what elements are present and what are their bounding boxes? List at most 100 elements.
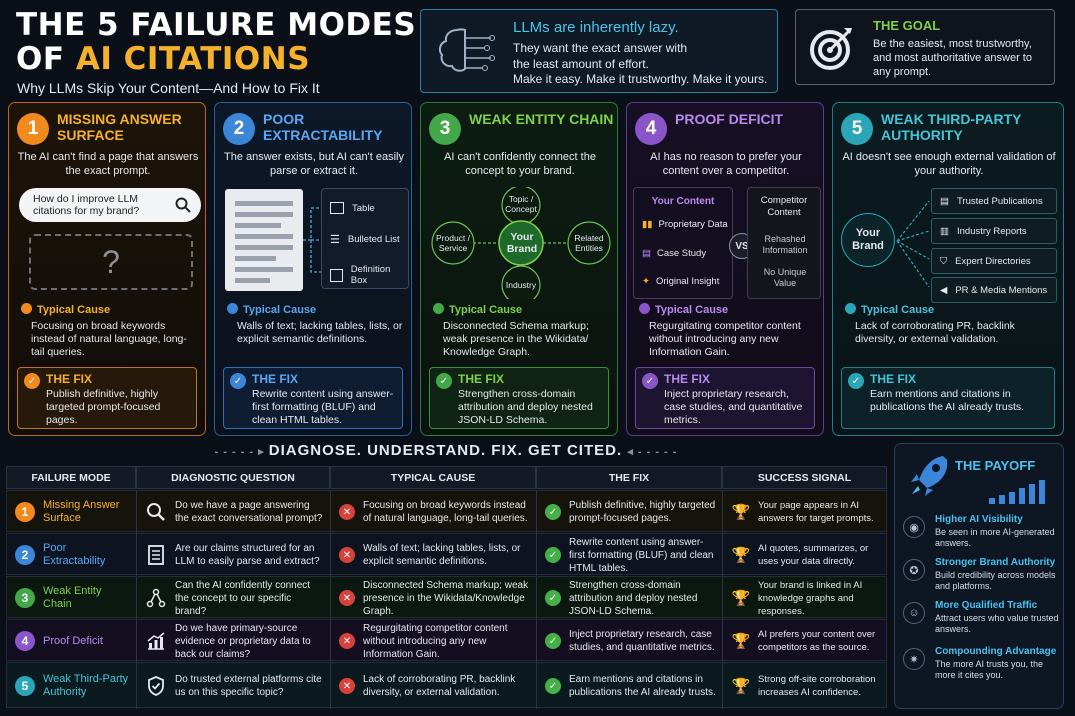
typical-cause-label: Typical Cause — [639, 303, 728, 316]
fix-text: Rewrite content using answer-first forma… — [252, 388, 394, 426]
expert-directories-item: ⛉Expert Directories — [931, 248, 1057, 274]
typical-cause-text: Lack of corroborating PR, backlink diver… — [855, 320, 1015, 345]
competitor-title: Competitor Content — [760, 195, 808, 218]
trophy-icon: 🏆 — [731, 589, 751, 607]
row-fix: Rewrite content using answer-first forma… — [569, 536, 714, 574]
arrow-left-icon: ◂ - - - - - — [627, 446, 678, 458]
row-mode: Missing Answer Surface — [43, 499, 120, 524]
sparkle-icon: ✷ — [903, 648, 925, 670]
search-query: How do I improve LLM citations for my br… — [33, 193, 140, 217]
card-number: 2 — [223, 113, 255, 145]
fix-text: Earn mentions and citations in publicati… — [870, 388, 1025, 413]
industry-reports-item: ▥Industry Reports — [931, 218, 1057, 244]
row-number: 1 — [15, 502, 35, 522]
your-content-box: Your Content ▮▮Proprietary Data ▤Case St… — [633, 187, 733, 299]
col-header-typical-cause: TYPICAL CAUSE — [330, 466, 536, 489]
col-header-diagnostic-question: DIAGNOSTIC QUESTION — [136, 466, 330, 489]
card-description: The AI can't find a page that answers th… — [17, 151, 199, 177]
definition-box-icon — [330, 268, 343, 282]
row-signal: AI quotes, summarizes, or uses your data… — [758, 543, 869, 567]
brain-icon — [438, 28, 495, 72]
row-number: 2 — [15, 545, 35, 565]
card-weak-entity-chain: 3 WEAK ENTITY CHAIN AI can't confidently… — [420, 102, 618, 436]
check-circle-icon: ✓ — [545, 678, 561, 694]
growth-bars-icon — [989, 480, 1045, 504]
trophy-icon: 🏆 — [731, 632, 751, 650]
goal-callout: THE GOAL Be the easiest, most trustworth… — [795, 9, 1055, 85]
row-fix: Publish definitive, highly targeted prom… — [569, 500, 716, 524]
format-definition-box: Definition Box — [330, 264, 408, 286]
payoff-heading: THE PAYOFF — [955, 458, 1036, 473]
row-mode: Proof Deficit — [43, 634, 103, 647]
fix-box: ✓ THE FIX Publish definitive, highly tar… — [17, 367, 197, 429]
search-icon[interactable] — [175, 197, 191, 213]
typical-cause-label: Typical Cause — [21, 303, 110, 316]
chart-icon: ▥ — [940, 225, 949, 237]
bar-chart-icon: ▮▮ — [642, 219, 653, 230]
authority-connectors — [896, 200, 930, 288]
x-circle-icon — [21, 303, 32, 314]
row-cause: Regurgitating competitor content without… — [363, 622, 508, 660]
row-cause: Walls of text; lacking tables, lists, or… — [363, 543, 521, 567]
fix-label: THE FIX — [664, 372, 711, 386]
x-circle-icon — [845, 303, 856, 314]
typical-cause-label: Typical Cause — [845, 303, 934, 316]
x-circle-icon: ✕ — [339, 504, 355, 520]
row-number: 5 — [15, 676, 35, 696]
no-unique-value: No Unique Value — [763, 267, 807, 288]
diagnosis-table: FAILURE MODE DIAGNOSTIC QUESTION TYPICAL… — [6, 466, 887, 710]
card-number: 3 — [429, 113, 461, 145]
rocket-icon — [911, 456, 948, 496]
card-poor-extractability: 2 POOR EXTRACTABILITY The answer exists,… — [214, 102, 412, 436]
fix-text: Publish definitive, highly targeted prom… — [46, 388, 161, 426]
row-mode: Weak Third-Party Authority — [43, 673, 129, 698]
page-subtitle: Why LLMs Skip Your Content—And How to Fi… — [17, 80, 320, 96]
megaphone-icon: ◀ — [940, 284, 948, 296]
check-circle-icon: ✓ — [545, 547, 561, 563]
format-bulleted-list: ☰Bulleted List — [330, 234, 400, 246]
card-description: The answer exists, but AI can't easily p… — [223, 151, 405, 177]
typical-cause-label: Typical Cause — [227, 303, 316, 316]
col-header-failure-mode: FAILURE MODE — [6, 466, 136, 489]
your-brand-node: Your Brand — [841, 213, 895, 267]
shield-icon: ⛉ — [940, 255, 948, 267]
search-box[interactable]: How do I improve LLM citations for my br… — [19, 188, 201, 222]
row-number: 4 — [15, 631, 35, 651]
row-question: Do we have a page answering the exact co… — [175, 500, 323, 524]
card-title: WEAK THIRD-PARTY AUTHORITY — [881, 111, 1022, 143]
node-your-brand: Your Brand — [506, 231, 538, 255]
card-weak-third-party-authority: 5 WEAK THIRD-PARTY AUTHORITY AI doesn't … — [832, 102, 1064, 436]
node-topic: Topic / Concept — [505, 194, 537, 214]
shield-check-icon — [145, 676, 167, 696]
x-circle-icon: ✕ — [339, 590, 355, 606]
row-question: Can the AI confidently connect the conce… — [175, 579, 311, 617]
node-industry: Industry — [505, 280, 537, 290]
lazy-heading: LLMs are inherently lazy. — [513, 19, 679, 36]
col-header-the-fix: THE FIX — [536, 466, 722, 489]
title-line-2-highlight: AI CITATIONS — [75, 41, 311, 77]
trophy-icon: 🏆 — [731, 503, 751, 521]
row-fix: Inject proprietary research, case studie… — [569, 629, 715, 653]
col-header-success-signal: SUCCESS SIGNAL — [722, 466, 887, 489]
card-missing-answer-surface: 1 MISSING ANSWER SURFACE The AI can't fi… — [8, 102, 206, 436]
document-icon: ▤ — [642, 248, 651, 259]
lazy-tagline: Make it easy. Make it trustworthy. Make … — [513, 72, 768, 86]
network-icon — [145, 588, 167, 608]
card-title: POOR EXTRACTABILITY — [263, 111, 383, 143]
newspaper-icon: ▤ — [940, 195, 949, 207]
entity-graph — [431, 187, 611, 299]
typical-cause-text: Disconnected Schema markup; weak presenc… — [443, 320, 589, 358]
growth-chart-icon — [145, 631, 167, 651]
row-question: Are our claims structured for an LLM to … — [175, 543, 320, 567]
fix-box: ✓ THE FIX Inject proprietary research, c… — [635, 367, 815, 429]
node-related-entities: Related Entities — [574, 233, 604, 253]
x-circle-icon: ✕ — [339, 633, 355, 649]
x-circle-icon — [639, 303, 650, 314]
pr-media-mentions-item: ◀PR & Media Mentions — [931, 277, 1057, 303]
row-question: Do trusted external platforms cite us on… — [175, 674, 322, 698]
question-mark-icon: ? — [102, 243, 120, 280]
x-circle-icon — [433, 303, 444, 314]
typical-cause-text: Focusing on broad keywords instead of na… — [31, 320, 187, 358]
fix-label: THE FIX — [870, 372, 917, 386]
